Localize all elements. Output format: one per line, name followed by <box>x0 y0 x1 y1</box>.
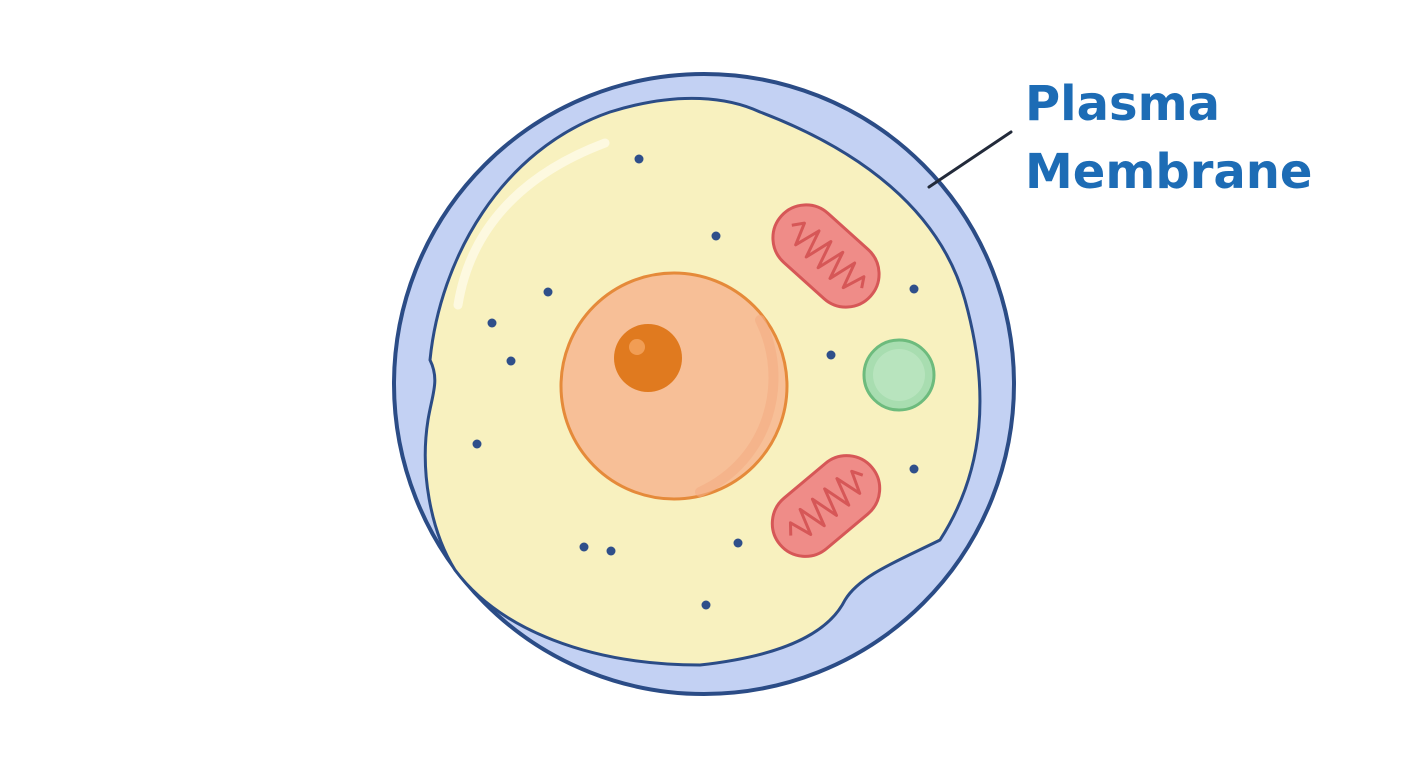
ribosomes <box>472 154 919 610</box>
cytoplasm-highlight <box>453 138 610 310</box>
ribosome <box>711 231 721 241</box>
nucleolus <box>614 324 682 392</box>
mitochondrion-lower <box>770 454 882 558</box>
mitochondrion-upper <box>771 203 881 309</box>
leader-line <box>927 130 1013 189</box>
ribosome <box>579 542 589 552</box>
ribosome <box>826 350 836 360</box>
ribosome <box>472 439 482 449</box>
ribosome <box>909 464 919 474</box>
ribosome <box>701 600 711 610</box>
ribosome <box>487 318 497 328</box>
ribosome <box>506 356 516 366</box>
ribosome <box>606 546 616 556</box>
label-membrane: Membrane <box>1025 144 1312 200</box>
label-plasma: Plasma <box>1025 76 1220 132</box>
ribosome <box>909 284 919 294</box>
vesicle-inner <box>873 349 925 401</box>
ribosome <box>543 287 553 297</box>
nucleus <box>559 271 789 501</box>
ribosome <box>733 538 743 548</box>
ribosome <box>634 154 644 164</box>
nucleus-shading <box>695 315 779 497</box>
nucleolus-highlight <box>629 339 645 355</box>
